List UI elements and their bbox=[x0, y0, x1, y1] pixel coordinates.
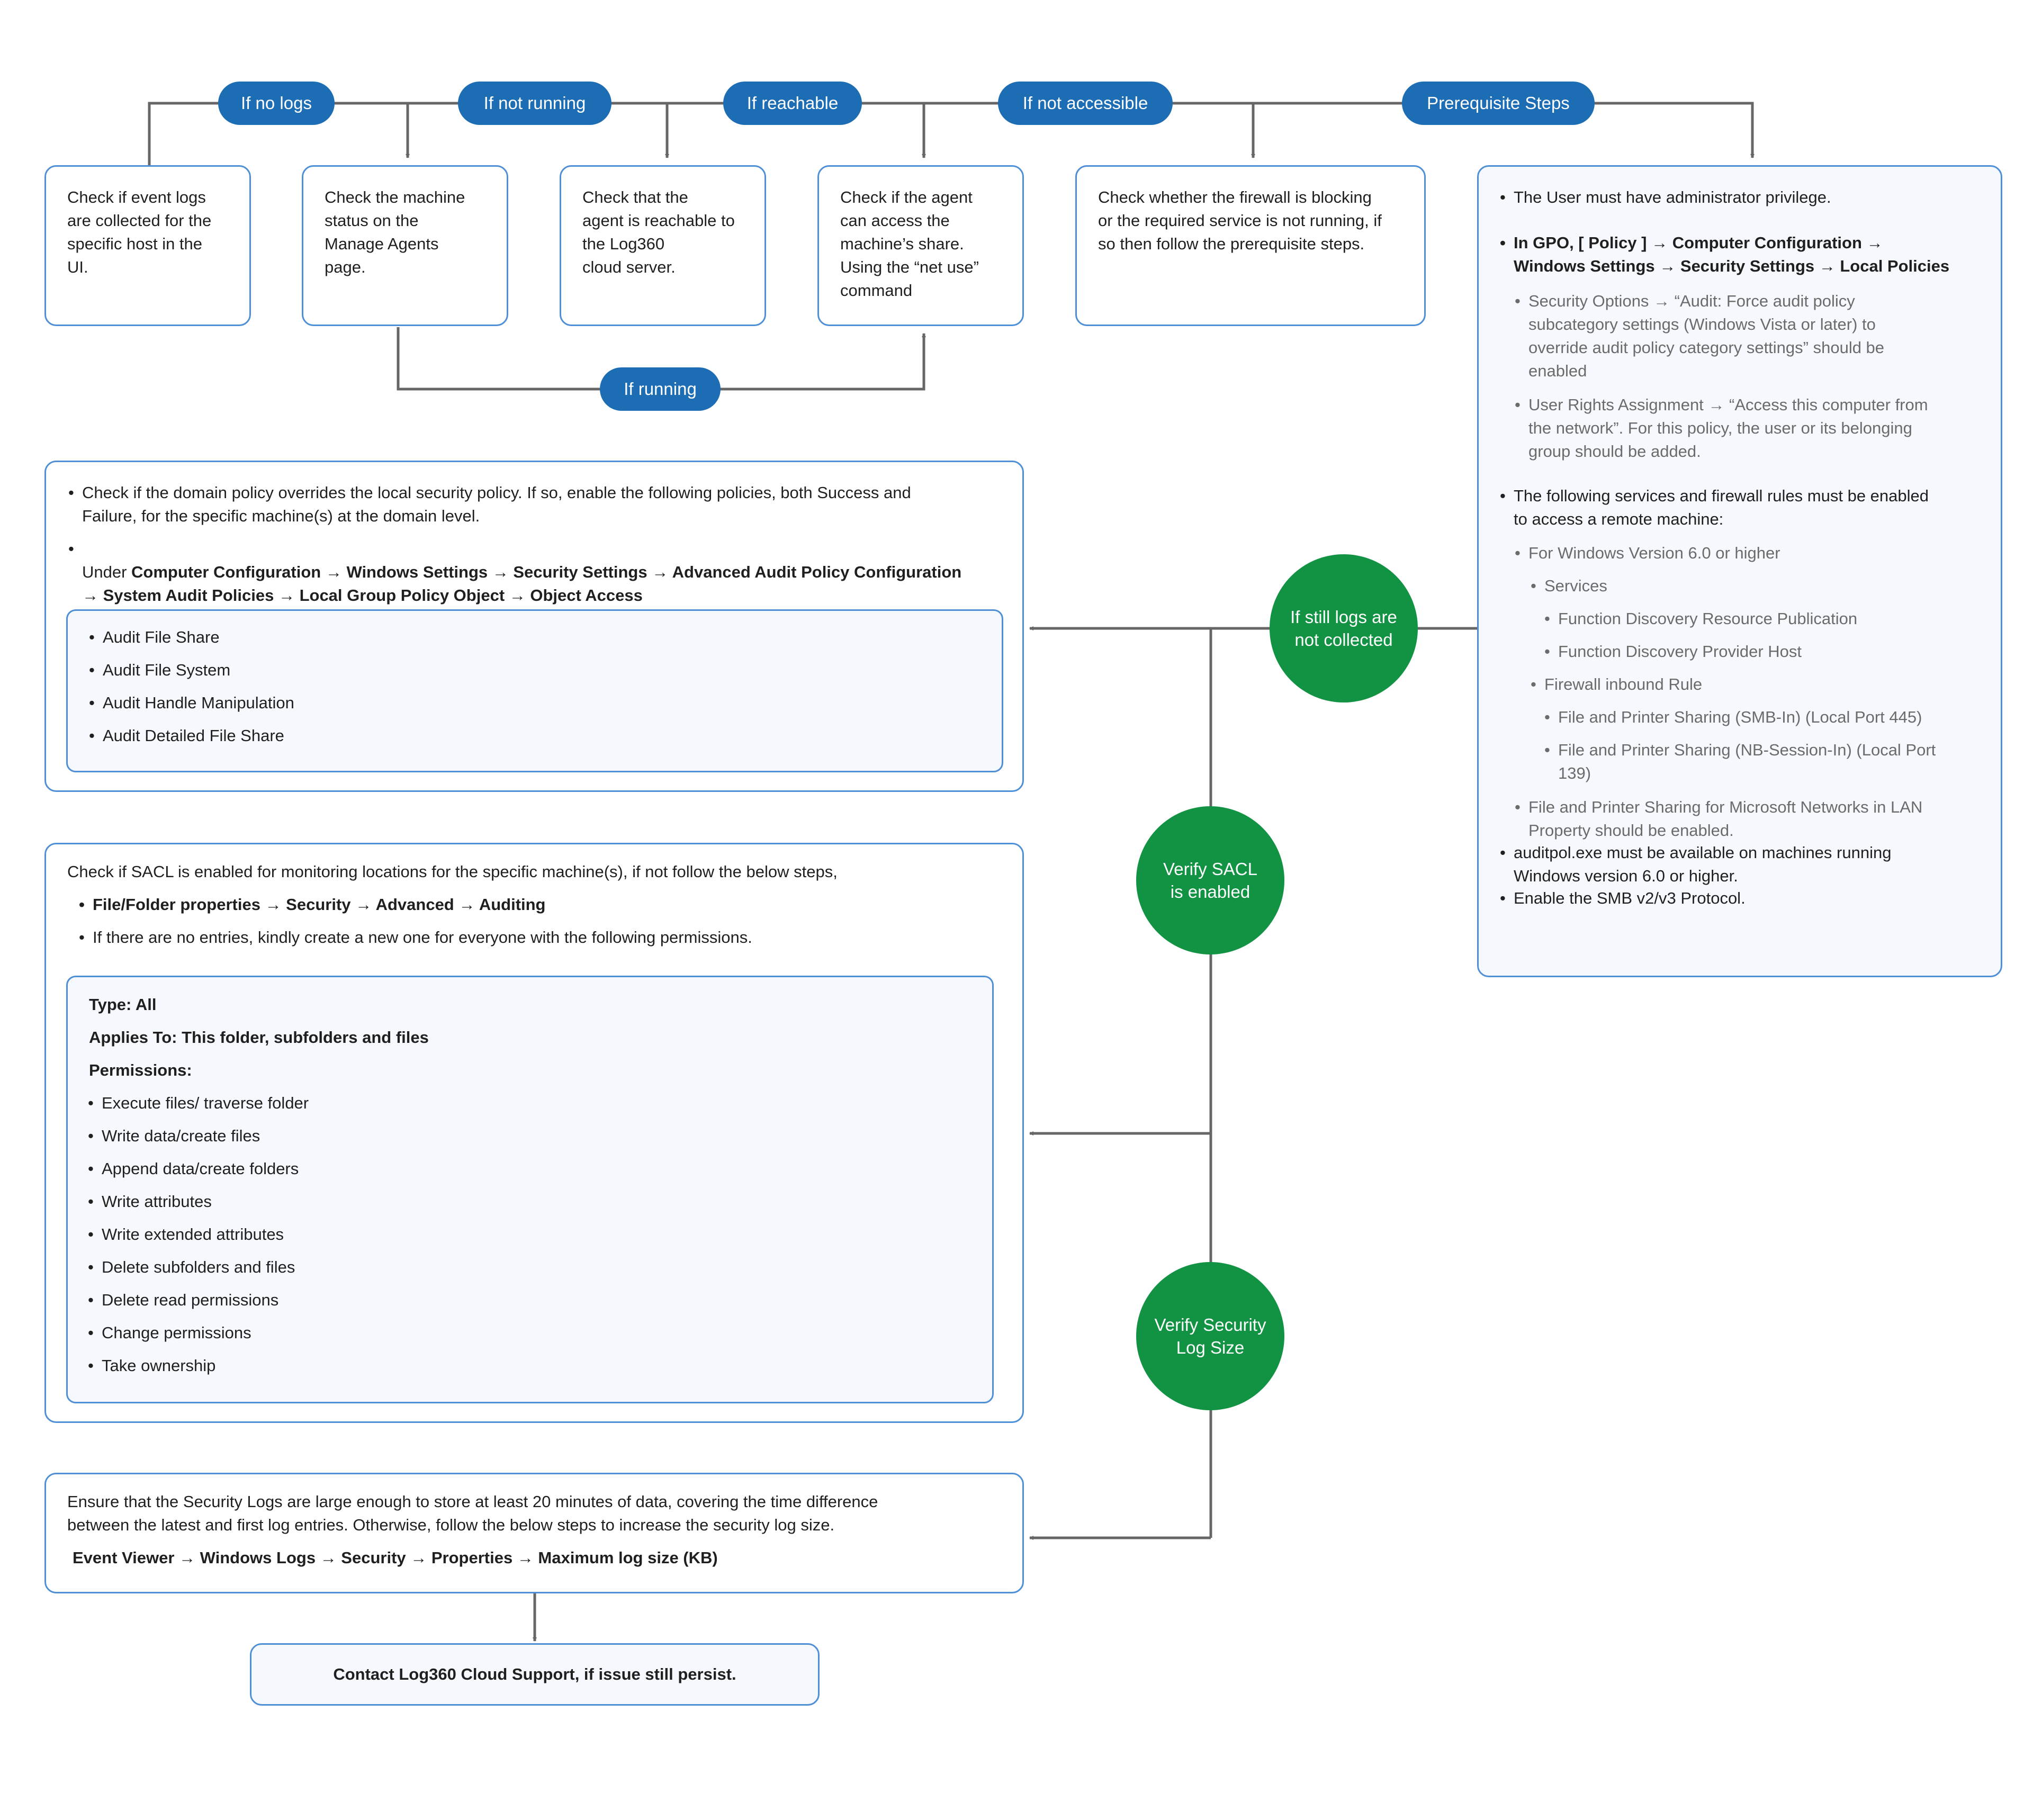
domain-policy-check: Check if the domain policy overrides the… bbox=[68, 481, 911, 528]
prereq-nb-session: File and Printer Sharing (NB-Session-In)… bbox=[1544, 738, 1936, 785]
still-no-logs-node: If still logs are not collected bbox=[1270, 554, 1418, 702]
log-size-card: Ensure that the Security Logs are large … bbox=[44, 1473, 1024, 1593]
permission-item: Write attributes bbox=[88, 1190, 212, 1213]
prereq-gpo: In GPO, [ Policy ] → Computer Configurat… bbox=[1500, 231, 1949, 278]
permission-item: Take ownership bbox=[88, 1354, 215, 1377]
permission-item: Delete read permissions bbox=[88, 1289, 278, 1312]
prereq-security-options: Security Options → “Audit: Force audit p… bbox=[1515, 290, 1884, 383]
if-not-running-label: If not running bbox=[458, 82, 611, 125]
prereq-fdph: Function Discovery Provider Host bbox=[1544, 640, 1802, 663]
step-event-logs-text: Check if event logs are collected for th… bbox=[67, 188, 212, 276]
support-card: Contact Log360 Cloud Support, if issue s… bbox=[250, 1643, 820, 1706]
permission-item: Append data/create folders bbox=[88, 1157, 299, 1181]
permission-item: Change permissions bbox=[88, 1321, 251, 1345]
sacl-card: Check if SACL is enabled for monitoring … bbox=[44, 843, 1024, 1423]
sacl-permissions-box: Type: All Applies To: This folder, subfo… bbox=[66, 976, 994, 1403]
domain-policy-path: Computer Configuration → Windows Setting… bbox=[82, 563, 962, 605]
audit-item: Audit File Share bbox=[89, 626, 220, 649]
permission-item: Delete subfolders and files bbox=[88, 1256, 295, 1279]
domain-policy-card: Check if the domain policy overrides the… bbox=[44, 461, 1024, 792]
prereq-windows-version: For Windows Version 6.0 or higher bbox=[1515, 542, 1780, 565]
support-text: Contact Log360 Cloud Support, if issue s… bbox=[333, 1665, 736, 1683]
step-share-access-text: Check if the agent can access the machin… bbox=[840, 188, 979, 300]
step-reachable-text: Check that the agent is reachable to the… bbox=[582, 188, 735, 276]
step-reachable: Check that the agent is reachable to the… bbox=[560, 165, 766, 326]
sacl-path: File/Folder properties → Security → Adva… bbox=[79, 893, 545, 916]
permission-item: Write data/create files bbox=[88, 1124, 260, 1148]
prerequisites-card: The User must have administrator privile… bbox=[1477, 165, 2002, 977]
log-size-text: Ensure that the Security Logs are large … bbox=[67, 1492, 878, 1534]
step-share-access: Check if the agent can access the machin… bbox=[817, 165, 1024, 326]
sacl-intro: Check if SACL is enabled for monitoring … bbox=[67, 862, 838, 881]
audit-item: Audit Handle Manipulation bbox=[89, 691, 294, 715]
sacl-type: Type: All bbox=[89, 995, 157, 1014]
domain-policy-under: Under bbox=[82, 563, 132, 581]
prereq-admin: The User must have administrator privile… bbox=[1500, 186, 1831, 209]
prerequisite-steps-label: Prerequisite Steps bbox=[1402, 82, 1595, 125]
sacl-no-entries: If there are no entries, kindly create a… bbox=[79, 926, 752, 949]
step-firewall: Check whether the firewall is blocking o… bbox=[1075, 165, 1426, 326]
if-reachable-label: If reachable bbox=[723, 82, 862, 125]
permission-item: Write extended attributes bbox=[88, 1223, 284, 1246]
if-no-logs-label: If no logs bbox=[218, 82, 335, 125]
prereq-firewall-rule: Firewall inbound Rule bbox=[1531, 673, 1702, 696]
sacl-permissions-label: Permissions: bbox=[89, 1061, 192, 1079]
prereq-lan-property: File and Printer Sharing for Microsoft N… bbox=[1515, 796, 1922, 842]
step-machine-status: Check the machine status on the Manage A… bbox=[302, 165, 508, 326]
prereq-smb-protocol: Enable the SMB v2/v3 Protocol. bbox=[1500, 887, 1746, 910]
permission-item: Execute files/ traverse folder bbox=[88, 1092, 309, 1115]
verify-log-size-node: Verify Security Log Size bbox=[1136, 1262, 1284, 1410]
if-not-accessible-label: If not accessible bbox=[998, 82, 1173, 125]
audit-item: Audit Detailed File Share bbox=[89, 724, 284, 747]
step-firewall-text: Check whether the firewall is blocking o… bbox=[1098, 188, 1382, 253]
audit-policies-box: Audit File Share Audit File System Audit… bbox=[66, 609, 1003, 772]
sacl-applies-to: Applies To: This folder, subfolders and … bbox=[89, 1028, 429, 1047]
domain-policy-path-row: Under Computer Configuration → Windows S… bbox=[68, 537, 1014, 607]
prereq-user-rights: User Rights Assignment → “Access this co… bbox=[1515, 393, 1928, 463]
prereq-services: Services bbox=[1531, 574, 1607, 598]
prereq-fdrp: Function Discovery Resource Publication bbox=[1544, 607, 1857, 630]
prereq-smb-in: File and Printer Sharing (SMB-In) (Local… bbox=[1544, 706, 1922, 729]
verify-sacl-node: Verify SACL is enabled bbox=[1136, 806, 1284, 954]
log-size-path: Event Viewer → Windows Logs → Security →… bbox=[73, 1548, 718, 1567]
if-running-label: If running bbox=[600, 367, 721, 411]
step-event-logs: Check if event logs are collected for th… bbox=[44, 165, 251, 326]
prereq-services-rules: The following services and firewall rule… bbox=[1500, 484, 1929, 531]
prereq-auditpol: auditpol.exe must be available on machin… bbox=[1500, 841, 1891, 888]
audit-item: Audit File System bbox=[89, 659, 230, 682]
step-machine-status-text: Check the machine status on the Manage A… bbox=[325, 188, 465, 276]
